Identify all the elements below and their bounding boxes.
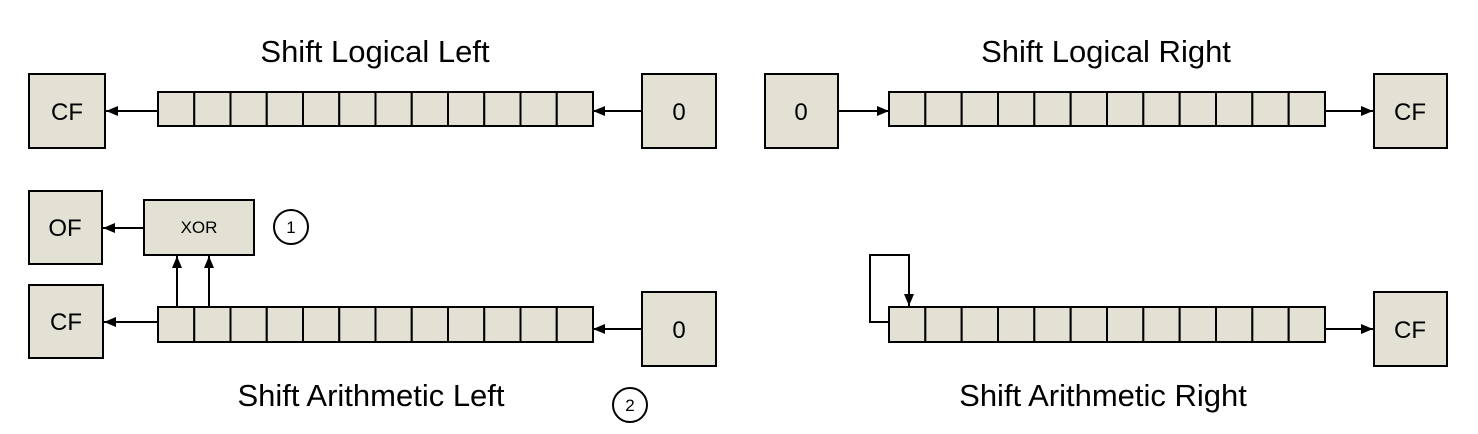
register-bit-cell — [410, 306, 449, 343]
register-bit-cell — [302, 91, 341, 127]
register-bit-cell — [374, 306, 413, 343]
register-bit-cell — [888, 91, 927, 127]
sal-zero-input-box — [641, 291, 717, 367]
register-bit-cell — [1106, 306, 1145, 343]
sal-marker-1-circle — [273, 209, 309, 245]
shift-arithmetic-right-panel: CF Shift Arithmetic Right — [869, 254, 1448, 413]
shift-logical-right-panel: Shift Logical Right 0 CF — [764, 34, 1448, 149]
shift-logical-right-title: Shift Logical Right — [981, 34, 1231, 69]
register-bit-cell — [1069, 306, 1109, 343]
sar-register — [888, 306, 1327, 343]
shl-carry-flag-label: CF — [51, 99, 83, 126]
register-bit-cell — [193, 306, 232, 343]
shr-register — [888, 91, 1327, 127]
sal-overflow-flag-label: OF — [48, 215, 81, 242]
register-bit-cell — [960, 306, 999, 343]
sal-zero-input-label: 0 — [672, 317, 685, 344]
shift-arithmetic-left-title: Shift Arithmetic Left — [237, 378, 504, 413]
sal-register — [157, 306, 594, 343]
register-bit-cell — [924, 306, 963, 343]
register-bit-cell — [410, 91, 449, 127]
register-bit-cell — [1069, 91, 1109, 127]
shift-logical-left-panel: Shift Logical Left CF 0 — [28, 34, 717, 149]
shr-carry-flag-label: CF — [1394, 99, 1426, 126]
register-bit-cell — [1251, 91, 1290, 127]
shl-register — [157, 91, 594, 127]
register-bit-cell — [997, 306, 1036, 343]
register-bit-cell — [447, 91, 486, 127]
register-bit-cell — [997, 91, 1036, 127]
sal-marker-1-label: 1 — [286, 218, 295, 237]
shr-zero-input-box — [764, 73, 839, 149]
register-bit-cell — [555, 306, 594, 343]
register-bit-cell — [483, 306, 522, 343]
shl-carry-flag-box — [28, 73, 106, 149]
sal-overflow-flag-box — [28, 190, 103, 265]
register-bit-cell — [447, 306, 486, 343]
register-bit-cell — [483, 91, 522, 127]
shr-zero-input-label: 0 — [794, 99, 807, 126]
register-bit-cell — [1215, 306, 1254, 343]
register-bit-cell — [888, 306, 927, 343]
register-bit-cell — [555, 91, 594, 127]
register-bit-cell — [265, 91, 304, 127]
sal-carry-flag-box — [28, 284, 104, 359]
register-bit-cell — [1033, 306, 1072, 343]
sar-carry-flag-label: CF — [1394, 317, 1426, 344]
register-bit-cell — [338, 306, 377, 343]
register-bit-cell — [1106, 91, 1145, 127]
shift-arithmetic-left-panel: OF XOR 1 CF 0 Shift Arithmetic Left 2 — [28, 190, 717, 423]
register-bit-cell — [229, 91, 268, 127]
register-bit-cell — [1287, 91, 1327, 127]
register-bit-cell — [1251, 306, 1290, 343]
register-bit-cell — [157, 91, 196, 127]
register-bit-cell — [1178, 91, 1218, 127]
sal-marker-2-label: 2 — [625, 396, 634, 415]
register-bit-cell — [519, 91, 558, 127]
register-bit-cell — [157, 306, 196, 343]
sal-xor-gate-label: XOR — [181, 218, 218, 237]
register-bit-cell — [302, 306, 341, 343]
sal-carry-flag-label: CF — [50, 309, 82, 336]
register-bit-cell — [193, 91, 232, 127]
shl-zero-input-box — [641, 73, 717, 149]
sar-sign-bit-feedback-arrow — [869, 254, 914, 323]
shift-arithmetic-right-title: Shift Arithmetic Right — [959, 378, 1247, 413]
shift-logical-left-title: Shift Logical Left — [260, 34, 490, 69]
register-bit-cell — [1142, 306, 1181, 343]
register-bit-cell — [229, 306, 268, 343]
register-bit-cell — [1033, 91, 1072, 127]
register-bit-cell — [265, 306, 304, 343]
shl-zero-input-label: 0 — [672, 99, 685, 126]
register-bit-cell — [338, 91, 377, 127]
register-bit-cell — [519, 306, 558, 343]
register-bit-cell — [1215, 91, 1254, 127]
register-bit-cell — [1142, 91, 1181, 127]
register-bit-cell — [374, 91, 413, 127]
register-bit-cell — [960, 91, 999, 127]
sar-carry-flag-box — [1373, 291, 1448, 367]
register-bit-cell — [1178, 306, 1218, 343]
sal-marker-2-circle — [612, 387, 648, 423]
register-bit-cell — [1287, 306, 1327, 343]
register-bit-cell — [924, 91, 963, 127]
shr-carry-flag-box — [1373, 73, 1448, 149]
